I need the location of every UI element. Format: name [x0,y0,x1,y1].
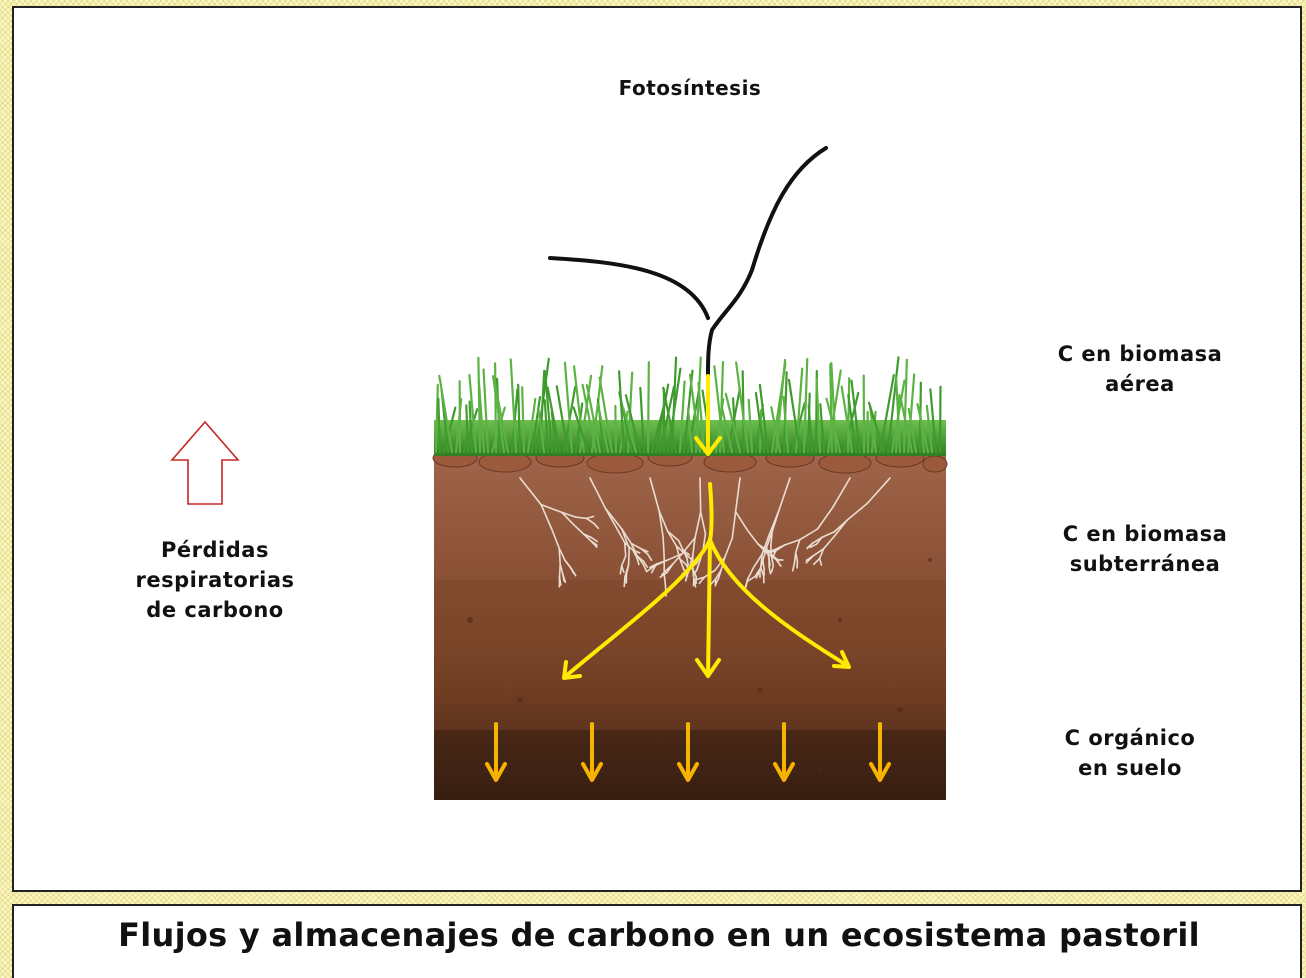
photosynthesis-label: Fotosíntesis [618,76,762,100]
soil-organic-carbon-label: C orgánico en suelo [1064,726,1196,780]
flow-arrows [562,374,851,680]
respiratory-losses-label: Pérdidas respiratorias de carbono [135,538,295,622]
belowground-biomass-label: C en biomasa subterránea [1062,522,1228,576]
title-panel: Flujos y almacenajes de carbono en un ec… [12,904,1302,978]
page-title: Flujos y almacenajes de carbono en un ec… [118,916,1200,954]
soil-carbon-arrows [485,722,891,782]
respiratory-loss-arrow [170,420,240,505]
aerial-biomass-label: C en biomasa aérea [1057,342,1223,396]
grass [434,356,946,456]
plant-stem [548,146,828,378]
